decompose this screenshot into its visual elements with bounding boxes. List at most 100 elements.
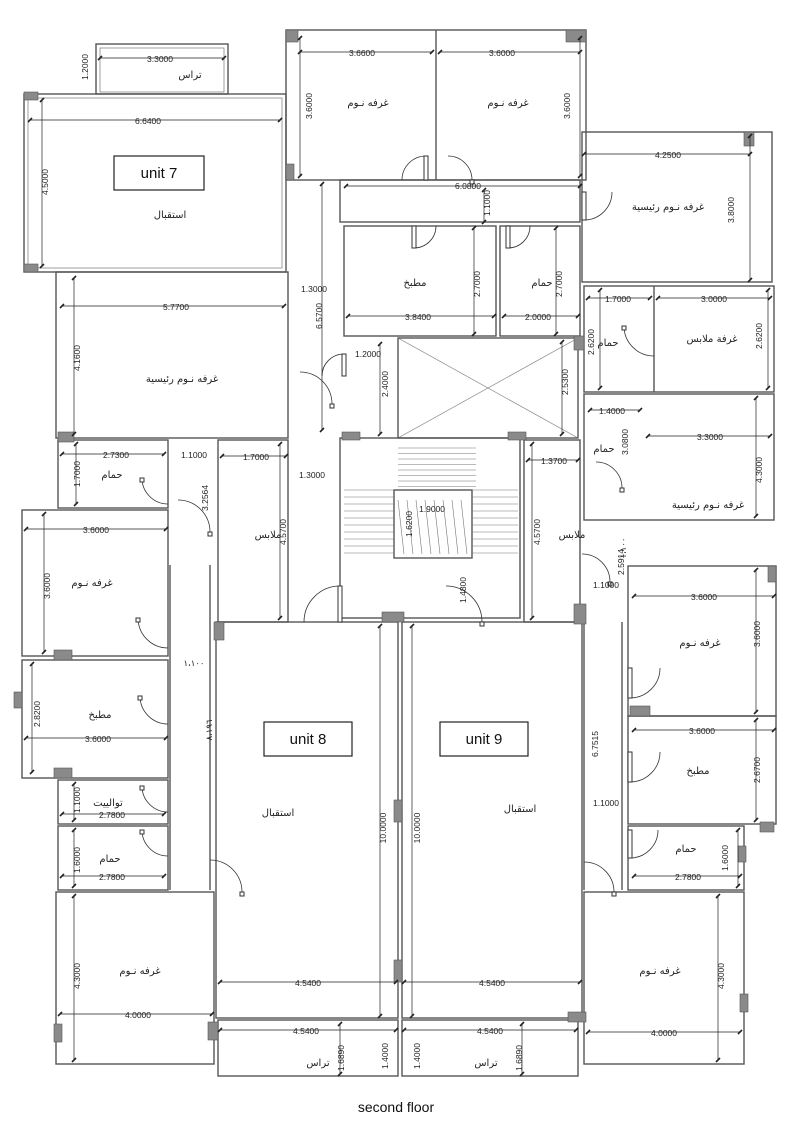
dimension-label: 1.1000 [593, 798, 619, 808]
door-leaf [621, 325, 627, 331]
dimension-label: 6.0800 [455, 181, 481, 191]
dimension-tick [217, 979, 223, 985]
column [285, 163, 295, 181]
dimension-label: 3.6000 [691, 592, 717, 602]
room-name: غرفه نـوم رئيسية [146, 374, 218, 385]
dimension-tick [29, 661, 35, 667]
door-swing [401, 155, 427, 181]
door-swing [629, 751, 661, 783]
door-swing [583, 861, 615, 893]
unit-labels: unit 7 unit 8 unit 9 [113, 155, 529, 757]
dimension-tick [585, 295, 591, 301]
door-swing [629, 829, 659, 859]
stair-wall [339, 437, 521, 619]
unit7-label: unit 7 [141, 165, 178, 182]
dimension-tick [283, 453, 289, 459]
dimension-tick [559, 339, 565, 345]
room-name: ملابس [255, 530, 282, 541]
dimension-label: ١،١٠٠ [183, 658, 204, 668]
door-leaf [505, 225, 511, 249]
stair-tread [397, 499, 405, 555]
door-leaf [627, 667, 633, 699]
unit8-reception-wall [215, 621, 399, 1019]
dimension-tick [577, 173, 583, 179]
left-bottom-bedroom-wall [55, 891, 215, 1065]
dimension-lines [23, 35, 777, 1077]
door-leaf [619, 487, 625, 493]
door-leaf [581, 191, 587, 221]
left-bath-wall [57, 439, 169, 509]
door-swing [413, 225, 437, 249]
column [23, 263, 39, 273]
unit9-reception-wall [401, 621, 583, 1019]
dimension-label: 10.0000 [378, 812, 388, 843]
dimension-tick [39, 97, 45, 103]
dimension-label: 4.3000 [716, 963, 726, 989]
door-leaf [139, 829, 145, 835]
dimension-tick [163, 526, 169, 532]
dimension-label: 4.0000 [651, 1028, 677, 1038]
dimension-tick [163, 735, 169, 741]
room-name: حمام [597, 338, 618, 349]
dimension-label: 3.8000 [726, 197, 736, 223]
dimension-tick [577, 183, 583, 189]
left-kitchen-wall [21, 659, 169, 779]
dimension-tick [23, 735, 29, 741]
dimension-tick [401, 979, 407, 985]
door-leaf [139, 477, 145, 483]
room-name: غرفة ملابس [687, 334, 738, 345]
dimension-label: 1.7000 [605, 294, 631, 304]
room-name: حمام [593, 444, 614, 455]
dimension-labels: 3.3000 1.2000 3.6600 3.6000 3.6000 3.600… [32, 48, 764, 1071]
dimension-tick [277, 441, 283, 447]
dimension-tick [631, 727, 637, 733]
dimension-label: 1.1000 [593, 580, 619, 590]
dimension-tick [631, 593, 637, 599]
dimension-label: 1.2000 [80, 54, 90, 80]
left-master-bedroom-wall [55, 271, 289, 439]
stair-tread [433, 499, 441, 555]
door-swing [445, 585, 483, 623]
dimension-tick [491, 313, 497, 319]
door-swing [141, 829, 169, 857]
room-name: استقبال [262, 808, 295, 819]
door-swing [137, 617, 169, 649]
dimension-tick [753, 513, 759, 519]
column [573, 335, 585, 351]
dimension-label: 5.7700 [163, 302, 189, 312]
dimension-label: 2.4000 [380, 371, 390, 397]
door-swing [139, 695, 169, 725]
dimension-label: 3.6000 [85, 734, 111, 744]
dimension-tick [437, 49, 443, 55]
dimension-tick [735, 827, 741, 833]
door-swing [507, 225, 531, 249]
dimension-label: 4.5700 [278, 519, 288, 545]
room-name: غرفه نـوم [119, 966, 160, 977]
terrace-right-wall [401, 1019, 579, 1077]
room-name: مطبخ [88, 710, 111, 721]
room-name: غرفه نـوم [679, 638, 720, 649]
door-leaf [341, 353, 347, 377]
dimension-label: 1.4000 [599, 406, 625, 416]
column [737, 845, 747, 863]
dimension-tick [553, 225, 559, 231]
dimension-tick [655, 295, 661, 301]
dimension-tick [71, 781, 77, 787]
stair-tread [451, 499, 459, 555]
dimension-tick [753, 709, 759, 715]
room-name: غرفه نـوم رئيسية [672, 500, 744, 511]
dimension-tick [753, 567, 759, 573]
room-name: غرفه نـوم [487, 98, 528, 109]
dimension-tick [577, 979, 583, 985]
terrace-top-inner [99, 47, 225, 93]
dimension-label: 2.6700 [752, 757, 762, 783]
room-name: مطبخ [403, 278, 426, 289]
plan-caption: second floor [358, 1099, 435, 1115]
dimension-tick [221, 55, 227, 61]
column [57, 431, 75, 443]
dimension-label: 2.6200 [754, 323, 764, 349]
dimension-tick [409, 1013, 415, 1019]
unit7-reception-inner [27, 97, 283, 269]
dimension-label: 4.3000 [72, 963, 82, 989]
